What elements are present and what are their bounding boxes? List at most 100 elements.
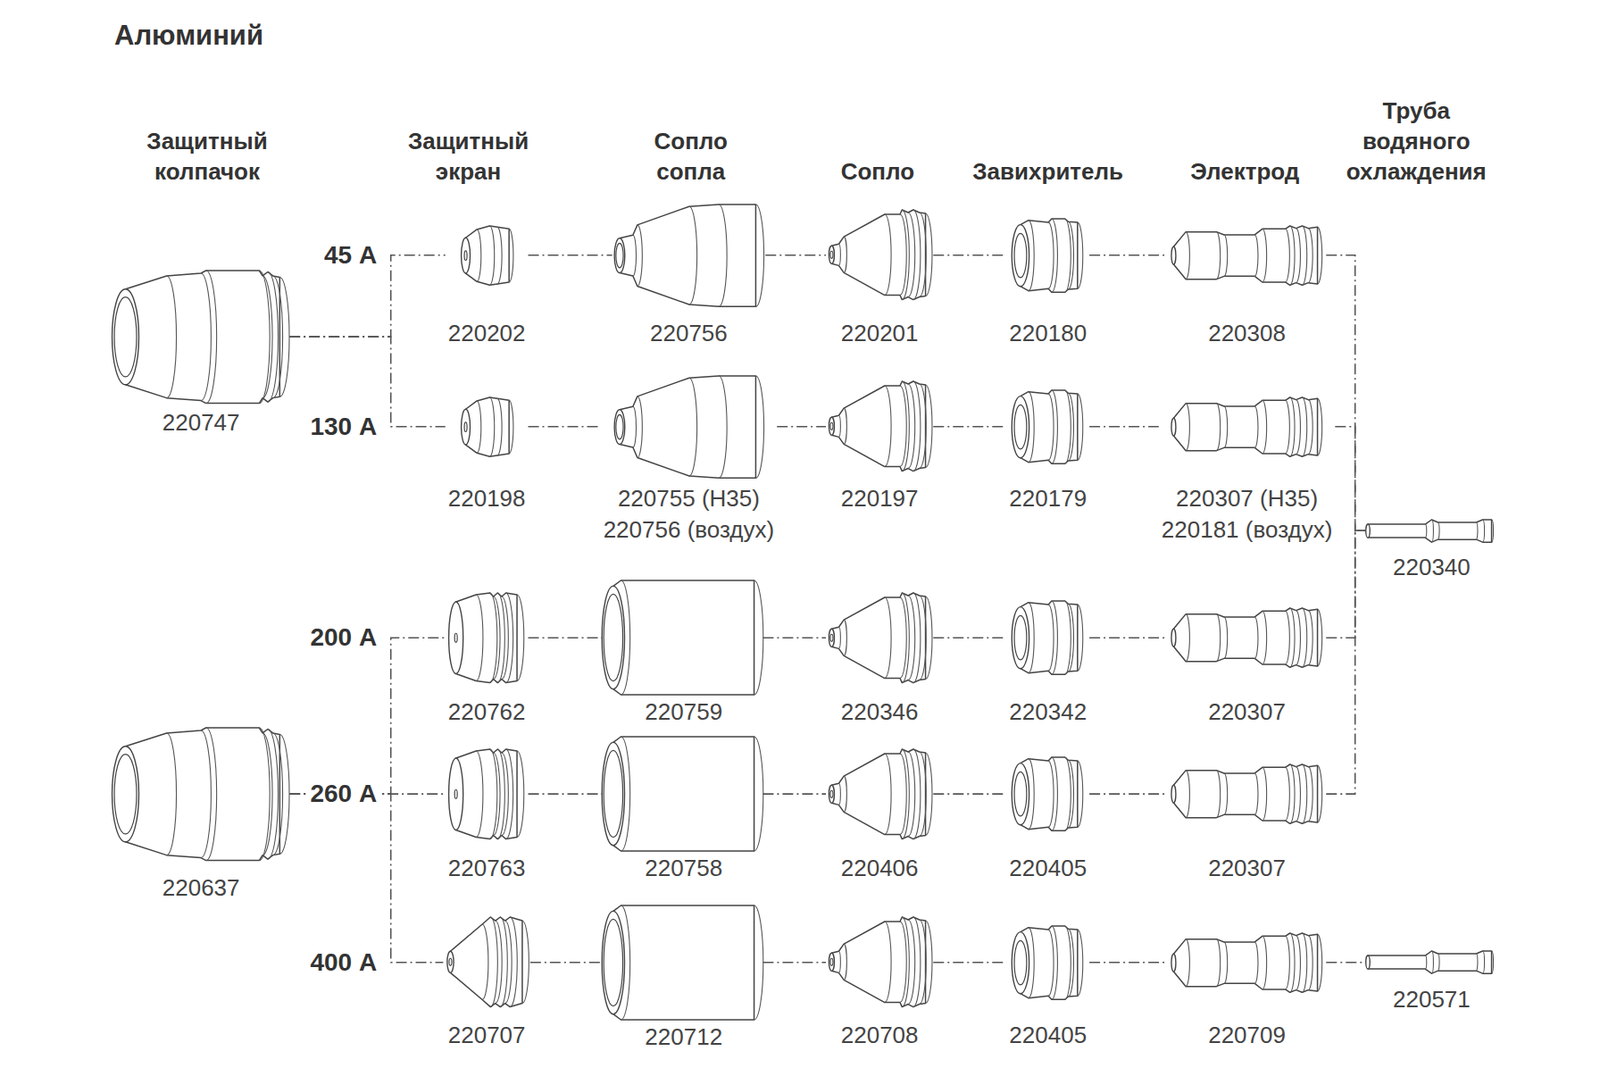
part-front <box>460 237 470 274</box>
part-ridge <box>843 237 847 274</box>
dash-dot-connector <box>1089 636 1168 639</box>
part-hole <box>464 250 467 260</box>
part-illustration <box>828 592 931 684</box>
part-number: 220405 <box>1008 852 1087 884</box>
part-hole <box>615 414 623 439</box>
part-ridge <box>900 214 907 296</box>
part-hole <box>1014 404 1027 449</box>
part-hole <box>464 421 467 432</box>
part-ridge <box>1308 399 1313 454</box>
column-or-current-label: Труба водяного охлаждения <box>1331 95 1501 187</box>
part-ridge <box>636 224 642 286</box>
dash-dot-connector <box>933 792 1007 795</box>
part-ridge <box>516 594 525 682</box>
part-illustration <box>828 916 931 1008</box>
part-ridge <box>489 397 494 457</box>
part-hole <box>454 633 458 642</box>
part-ridge <box>1438 522 1441 540</box>
part-number: 220756 (воздух) <box>603 514 775 546</box>
dash-dot-connector <box>289 793 443 963</box>
part-ridge <box>1064 218 1071 292</box>
part-front <box>112 289 140 385</box>
part-hole <box>1014 233 1027 277</box>
part-ridge <box>1262 610 1267 665</box>
part-numbers: 220708 <box>825 1019 934 1051</box>
part-node: 220707 <box>442 916 530 1051</box>
part-node: 220763 <box>445 749 529 884</box>
part-ridge <box>919 595 927 681</box>
part-ridge <box>279 733 290 854</box>
part-outline <box>831 916 925 1008</box>
part-number: 220712 <box>644 1021 723 1053</box>
part-ridge <box>1050 925 1058 1000</box>
part-ridge <box>1216 402 1220 450</box>
part-ridge <box>838 626 841 649</box>
part-numbers: 220712 <box>604 1021 763 1053</box>
part-outline <box>1367 950 1492 974</box>
dash-dot-connector <box>1334 426 1366 532</box>
part-outline <box>456 749 517 840</box>
part-node: 220637 <box>112 727 290 904</box>
part-number: 220201 <box>841 317 919 350</box>
part-node: 220342 <box>1006 600 1090 728</box>
part-ridge <box>1076 393 1083 460</box>
part-ridge <box>1284 400 1290 454</box>
part-number: 220202 <box>448 317 526 350</box>
part-outline <box>465 397 509 457</box>
part-ridge <box>506 592 514 684</box>
part-ridge <box>913 381 921 472</box>
part-outline <box>831 592 925 684</box>
part-numbers: 220307 (H35)220181 (воздух) <box>1158 483 1336 546</box>
part-ridge <box>1254 234 1259 276</box>
part-node: 220758 <box>604 736 763 884</box>
part-numbers: 220759 <box>604 696 763 728</box>
dash-dot-connector <box>1325 530 1366 794</box>
part-illustration <box>1015 218 1082 292</box>
part-ridge <box>279 276 290 397</box>
part-numbers: 220405 <box>1006 852 1090 884</box>
part-ridge <box>1185 938 1190 986</box>
part-ridge <box>1048 222 1054 289</box>
part-ridge <box>1301 397 1307 457</box>
part-number: 220755 (H35) <box>617 483 760 515</box>
part-node: 220708 <box>825 916 934 1051</box>
part-ridge <box>1067 928 1074 997</box>
part-hole <box>830 423 834 431</box>
part-front <box>1171 784 1176 803</box>
part-ridge <box>838 244 841 267</box>
part-ridge <box>476 229 482 282</box>
part-illustration <box>828 209 931 300</box>
part-ridge <box>501 752 509 836</box>
part-ridge <box>1295 934 1300 990</box>
part-ridge <box>505 920 512 1004</box>
part-outline <box>1367 519 1492 542</box>
column-or-current-label: 260 А <box>307 778 380 809</box>
part-number: 220197 <box>841 483 919 515</box>
part-hole <box>830 958 834 967</box>
dash-dot-connector <box>762 636 826 639</box>
part-ridge <box>1475 522 1478 540</box>
part-node: 220307 <box>1167 764 1326 884</box>
part-ridge <box>925 384 933 468</box>
part-ridge <box>843 944 847 981</box>
part-number: 220346 <box>841 696 919 728</box>
part-ridge <box>267 271 279 402</box>
part-number: 220762 <box>448 696 526 728</box>
part-ridge <box>506 749 514 840</box>
part-ridge <box>1050 390 1058 464</box>
part-ridge <box>1290 764 1295 824</box>
part-ridge <box>1425 524 1426 538</box>
part-ridge <box>1254 941 1259 984</box>
part-ridge <box>1076 760 1083 827</box>
part-number: 220708 <box>841 1019 919 1051</box>
part-ridge <box>483 924 490 1000</box>
part-ridge <box>522 920 529 1004</box>
part-illustration <box>1015 600 1082 675</box>
part-outline <box>619 375 756 478</box>
column-or-current-label: 130 А <box>307 411 380 442</box>
part-ridge <box>919 383 927 469</box>
part-node: 220709 <box>1167 933 1326 1052</box>
part-illustration <box>1170 225 1324 285</box>
part-ridge <box>493 752 500 836</box>
